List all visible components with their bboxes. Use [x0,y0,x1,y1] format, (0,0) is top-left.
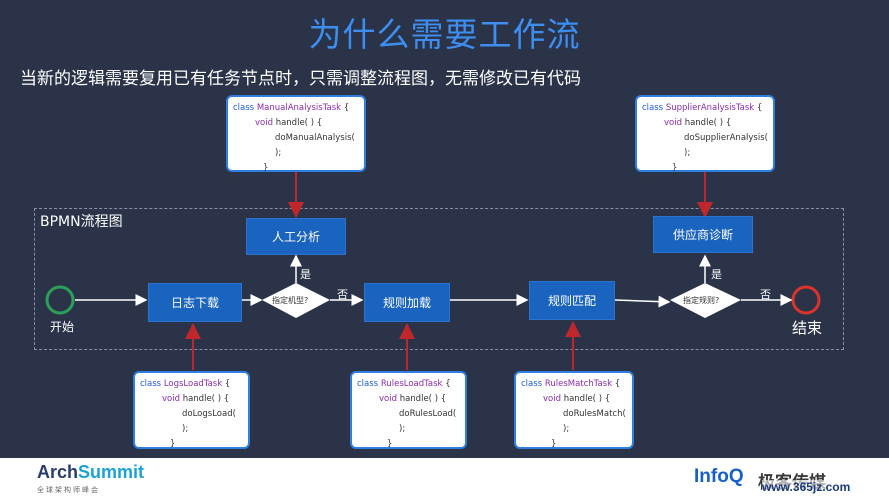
no-label-1: 否 [337,288,348,301]
flow-rulesmatch-gateway [614,295,671,308]
bpmn-label: BPMN流程图 [40,214,123,230]
code-rules-load: class RulesLoadTask { void handle( ) { d… [350,371,467,464]
gateway-type [262,283,330,318]
flow-connectors [45,172,821,370]
code-logs-load: class LogsLoadTask { void handle( ) { do… [133,371,250,464]
yes-label-2: 是 [711,268,722,281]
code-rules-match: class RulesMatchTask { void handle( ) { … [514,371,634,464]
gateway-type-label: 指定机型? [272,296,309,305]
task-rules-match[interactable]: 规则匹配 [529,281,615,320]
archsummit-logo: ArchSummit [37,462,145,482]
archsummit-subtitle: 全球架构师峰会 [37,486,100,494]
end-event [791,285,821,315]
gateway-rule [670,283,741,318]
start-label: 开始 [50,320,75,334]
start-event [45,285,75,315]
watermark: www.365jz.com [762,480,851,494]
task-rules-load[interactable]: 规则加载 [364,283,450,322]
code-manual-analysis: class ManualAnalysisTask { void handle( … [226,95,366,188]
end-label: 结束 [792,319,823,337]
infoq-logo: InfoQ [694,466,744,487]
no-label-2: 否 [760,288,771,301]
task-logs-download[interactable]: 日志下载 [148,283,242,322]
code-supplier-analysis: class SupplierAnalysisTask { void handle… [635,95,775,188]
task-supplier-diagnosis[interactable]: 供应商诊断 [653,216,753,253]
yes-label-1: 是 [300,268,311,281]
gateway-rule-label: 指定规则? [683,296,720,305]
bpmn-diagram-frame [34,208,844,350]
slide-subtitle: 当新的逻辑需要复用已有任务节点时，只需调整流程图，无需修改已有代码 [20,69,581,89]
task-manual-analysis[interactable]: 人工分析 [246,218,346,255]
footer-bar [0,458,889,500]
slide-title: 为什么需要工作流 [308,15,581,54]
